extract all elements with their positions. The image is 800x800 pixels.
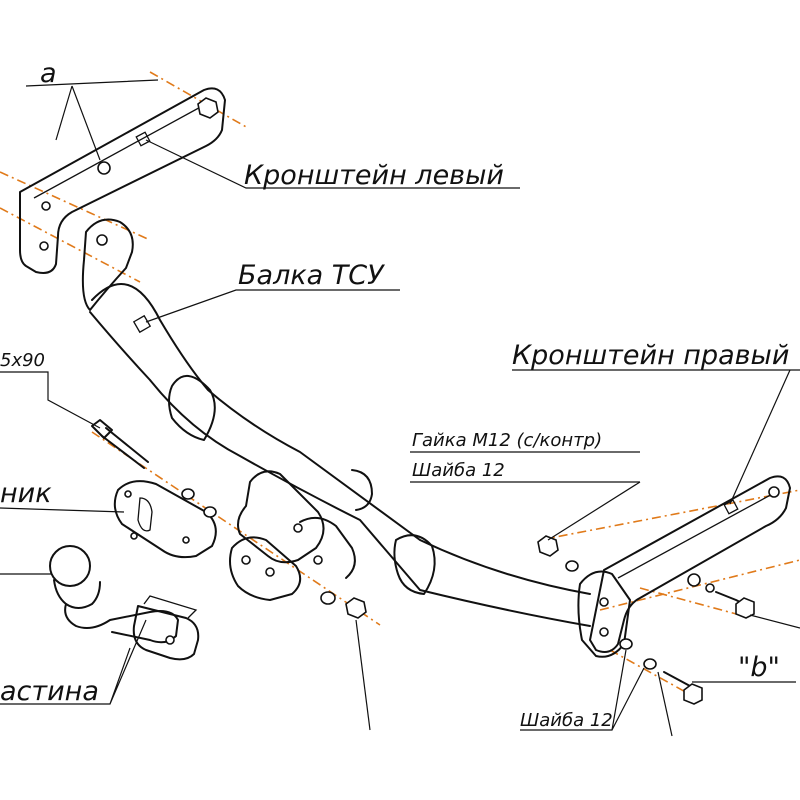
tow-ball: [49, 545, 179, 644]
text-labels: a Кронштейн левый Балка ТСУ Кронштейн пр…: [0, 58, 789, 731]
tow-beam: [81, 218, 631, 658]
hitch-mount-bracket: [229, 469, 373, 601]
label-a: a: [40, 58, 57, 89]
label-bracket-right: Кронштейн правый: [512, 340, 789, 371]
label-b: "b": [738, 652, 780, 683]
label-bolt-partial: 5x90: [0, 350, 45, 371]
label-plate-partial: астина: [0, 676, 99, 707]
fasteners: [181, 97, 755, 705]
label-bracket-partial: ник: [0, 478, 52, 509]
bracket-right: [589, 475, 791, 653]
label-beam: Балка ТСУ: [238, 260, 385, 291]
bolt-long: [91, 419, 149, 469]
bracket-left: [19, 87, 226, 274]
leader-lines: [0, 79, 800, 737]
label-bracket-left: Кронштейн левый: [244, 160, 504, 191]
label-washer-12-bottom: Шайба 12: [520, 710, 613, 731]
side-bracket: [113, 480, 217, 559]
mounting-plate: [132, 595, 200, 661]
label-nut-m12: Гайка М12 (с/контр): [412, 430, 602, 451]
label-washer-12-top: Шайба 12: [412, 460, 505, 481]
